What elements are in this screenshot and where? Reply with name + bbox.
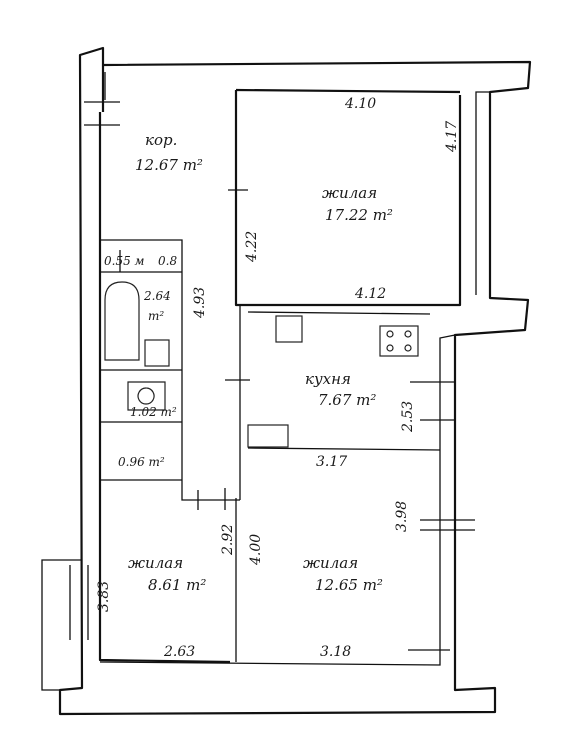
bathroom-area: 2.64 xyxy=(143,289,171,303)
dim-corridor-length: 4.93 xyxy=(192,287,208,319)
wall-kitchen-top xyxy=(247,311,431,315)
dim-top-room-height-right: 4.17 xyxy=(444,121,460,153)
wall-top-room-left xyxy=(234,90,462,307)
toilet-area: 1.02 m² xyxy=(130,405,177,419)
dim-bl-room-top: 2.92 xyxy=(220,524,236,556)
left-window xyxy=(69,565,89,640)
dim-br-room-left: 4.00 xyxy=(248,534,264,566)
burner-icon xyxy=(404,344,412,352)
living-bottom-right-name: жилая xyxy=(303,554,358,572)
dimension-labels: 4.10 4.12 4.17 4.22 4.93 2.53 3.17 3.98 … xyxy=(96,96,460,660)
dim-bl-room-height: 3.83 xyxy=(96,581,112,612)
living-top-area: 17.22 m² xyxy=(325,206,393,224)
burner-icon xyxy=(404,330,412,338)
storage-area: 0.96 m² xyxy=(118,455,165,469)
dim-kitchen-width: 3.17 xyxy=(316,454,347,470)
left-stub-wall xyxy=(41,559,82,691)
outer-walls xyxy=(41,46,532,716)
living-bottom-left-name: жилая xyxy=(128,554,183,572)
outer-wall-right xyxy=(99,91,490,666)
dim-br-room-height: 3.98 xyxy=(394,501,410,532)
wall-kitchen-bottom xyxy=(247,447,441,451)
dim-bl-room-width: 2.63 xyxy=(163,644,195,660)
sink-icon xyxy=(144,339,170,367)
living-bottom-left-area: 8.61 m² xyxy=(148,576,206,594)
kitchen-counter-icon xyxy=(247,424,289,448)
bathtub-icon xyxy=(104,281,140,361)
toilet-icon xyxy=(127,381,166,411)
dim-top-room-width-bottom: 4.12 xyxy=(354,286,386,302)
kitchen-area: 7.67 m² xyxy=(318,391,376,409)
kitchen-sink-icon xyxy=(275,315,303,343)
living-top-name: жилая xyxy=(322,184,377,202)
fixtures xyxy=(104,281,419,448)
corridor-name: кор. xyxy=(145,131,177,149)
interior-walls xyxy=(100,88,462,662)
wall-top-room-top xyxy=(235,88,461,94)
corridor-area: 12.67 m² xyxy=(135,156,203,174)
bathroom-unit: m² xyxy=(148,309,164,323)
dim-top-room-width-top: 4.10 xyxy=(344,96,376,112)
inner-wall-left xyxy=(98,65,231,664)
outer-wall-left xyxy=(58,46,532,716)
dim-br-room-width: 3.18 xyxy=(320,644,351,660)
door-mark xyxy=(84,72,475,651)
dim-kitchen-height: 2.53 xyxy=(400,401,416,433)
stove-icon xyxy=(379,325,419,357)
wall-bath-dividers xyxy=(100,250,182,481)
closet-area: 0.55 м xyxy=(104,254,145,268)
burner-icon xyxy=(386,330,394,338)
closet-suffix: 0.8 xyxy=(158,254,177,268)
kitchen-name: кухня xyxy=(305,370,351,388)
room-labels: кор. 12.67 m² жилая 17.22 m² кухня 7.67 … xyxy=(104,131,393,594)
living-bottom-right-area: 12.65 m² xyxy=(315,576,383,594)
burner-icon xyxy=(386,344,394,352)
dim-top-room-height-left: 4.22 xyxy=(244,231,260,263)
door-marks xyxy=(84,72,475,651)
